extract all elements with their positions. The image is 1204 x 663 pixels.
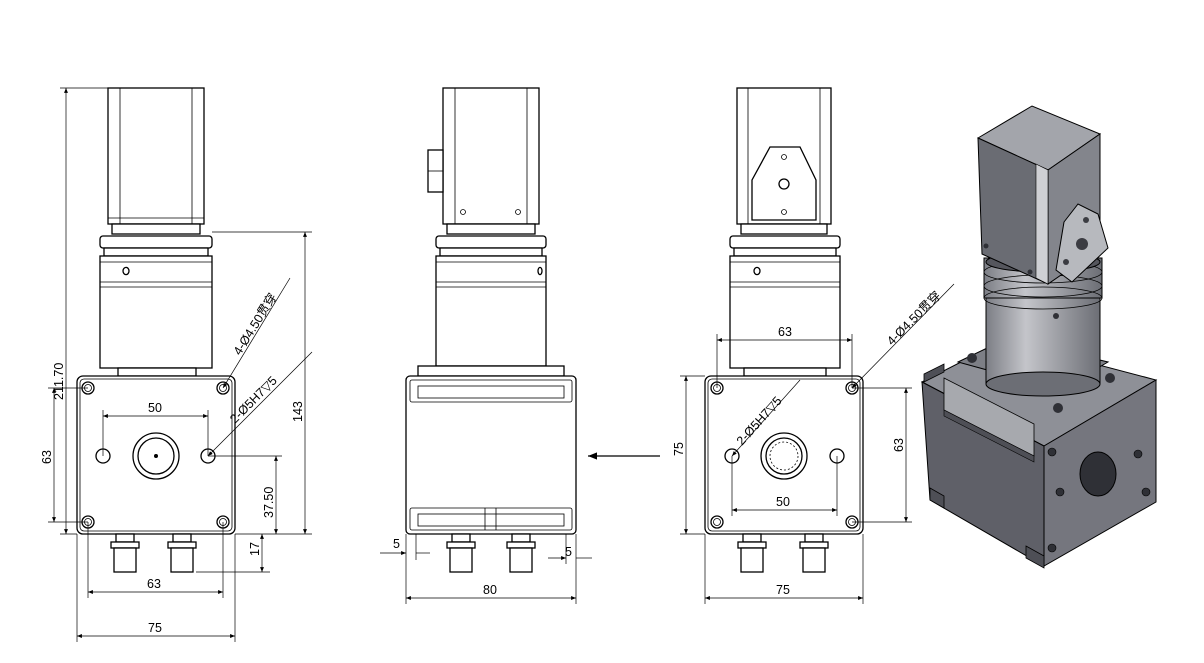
dim-body-height: 143 (291, 401, 305, 422)
front-view (76, 87, 236, 573)
side-dimensions: 80 5 5 (380, 452, 660, 604)
dim-back-center-hole-spacing: 50 (776, 495, 790, 509)
dim-back-top-hole-spacing: 63 (778, 325, 792, 339)
dim-side-left-offset: 5 (393, 537, 400, 551)
motor-body (107, 87, 205, 225)
dim-side-right-offset: 5 (565, 545, 572, 559)
dim-side-width: 80 (483, 583, 497, 597)
back-base-block (704, 375, 864, 535)
note-through-holes: 4-Ø4.50贯穿 (230, 290, 280, 357)
dim-connector-offset: 17 (248, 542, 262, 556)
side-view (405, 87, 577, 573)
dim-back-height: 75 (672, 442, 686, 456)
motor-flange (99, 235, 213, 249)
dim-port-offset: 37.50 (262, 487, 276, 518)
iso-center-port (1079, 451, 1117, 497)
dim-back-hole-spacing-vertical: 63 (892, 438, 906, 452)
side-motor-body (442, 87, 540, 225)
dim-hole-spacing-horizontal: 63 (147, 577, 161, 591)
back-cylinder (729, 255, 841, 369)
dim-back-width: 75 (776, 583, 790, 597)
note-back-through-holes: 4-Ø4.50贯穿 (884, 288, 944, 348)
back-view (704, 87, 864, 573)
dim-center-hole-spacing: 50 (148, 401, 162, 415)
back-mount-bracket (751, 146, 817, 221)
dim-hole-spacing-vertical: 63 (40, 450, 54, 464)
isometric-view (920, 105, 1158, 569)
side-base-block (405, 375, 577, 535)
dim-width: 75 (148, 621, 162, 635)
side-cylinder (435, 255, 547, 367)
cylinder (99, 255, 213, 369)
